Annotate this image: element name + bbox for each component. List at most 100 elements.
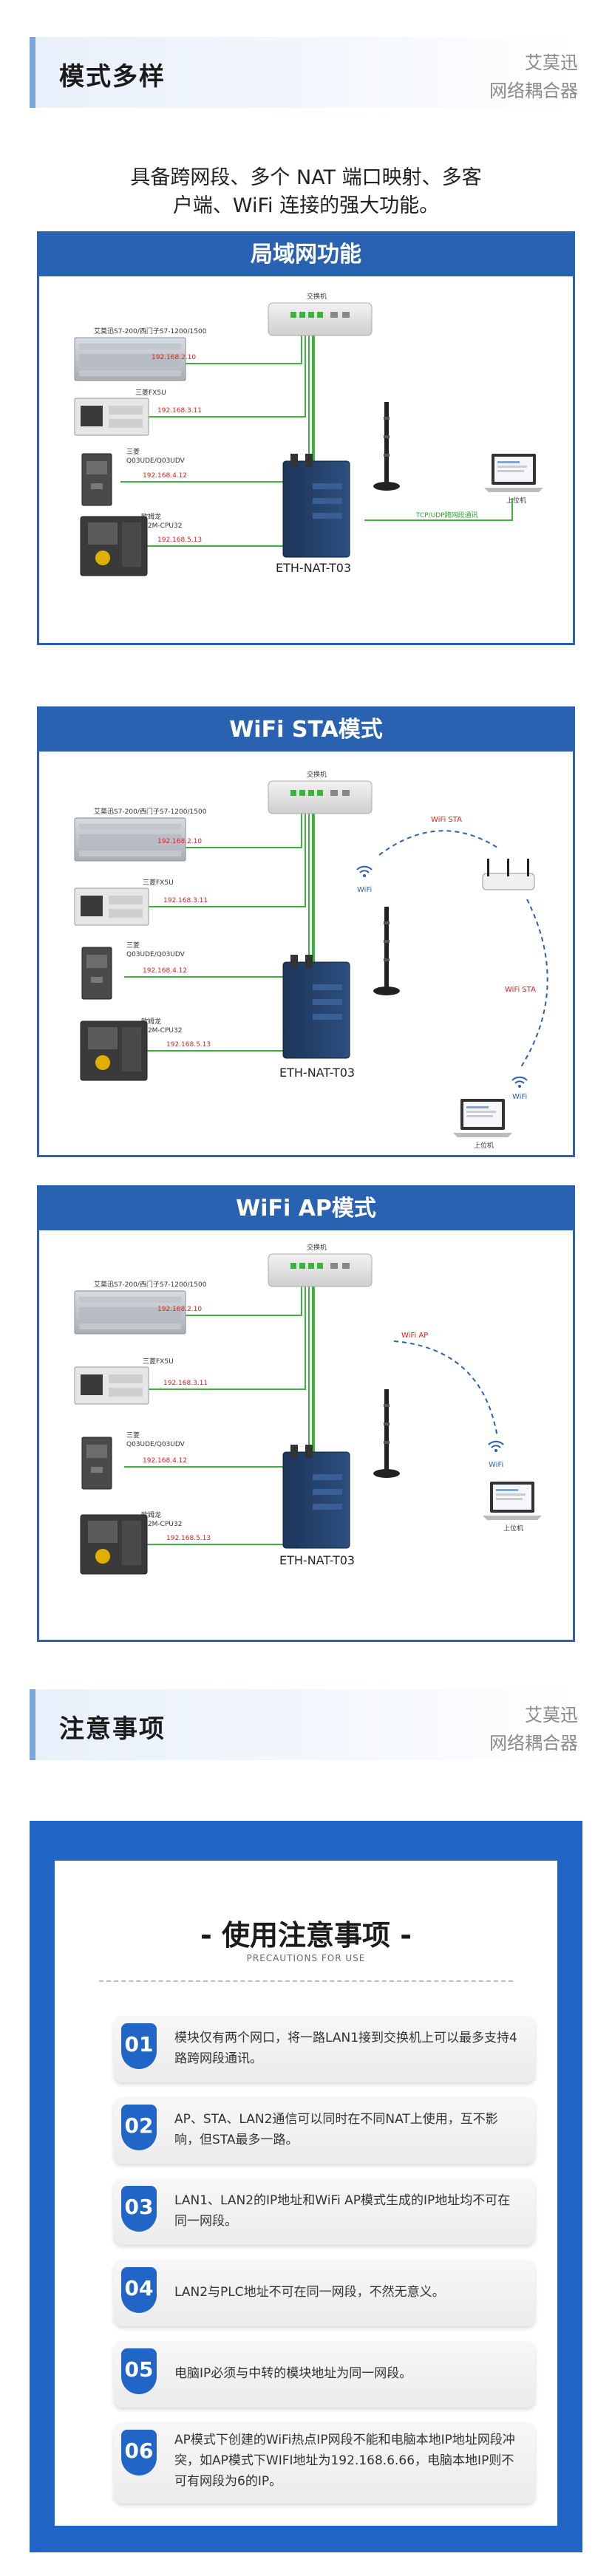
sta-link-1 [378,830,498,856]
plc-fx-label: 三菱FX5U [143,1357,174,1366]
wifi-label: WiFi [357,886,372,894]
item-text: 电脑IP必须与中转的模块地址为同一网段。 [174,2366,412,2381]
brand-line-2: 网络耦合器 [489,1733,578,1754]
switch-label: 交换机 [307,292,327,301]
device-image [282,453,350,558]
plc-fx-label: 三菱FX5U [135,388,166,397]
ap-diagram: 艾莫迅S7-200/西门子S7-1200/1500 192.168.2.10 三… [74,1243,542,1575]
wifi-icon [488,1440,504,1453]
plc-cj-image [80,1514,148,1575]
ip-label-1: 192.168.2.10 [157,1306,202,1313]
pc-image [483,1482,542,1520]
panel-title: 局域网功能 [39,234,573,276]
plc-q-image [81,453,112,506]
plc-q-image [81,1437,112,1490]
antenna-image [373,907,400,995]
ip-label-2: 192.168.3.11 [163,1380,208,1387]
ip-label-1: 192.168.2.10 [157,838,202,845]
plc-cj-image [80,516,148,576]
wifi-icon [511,1076,528,1088]
item-number: 03 [121,2186,157,2232]
intro-line-2: 户端、WiFi 连接的强大功能。 [172,194,440,217]
pc-label: 上位机 [503,1524,523,1533]
wifi-label: WiFi [512,1093,527,1101]
plc-q-label-2: Q03UDE/Q03UDV [126,1441,186,1448]
notice-item: 05 电脑IP必须与中转的模块地址为同一网段。 [114,2341,535,2408]
wifi-icon [356,865,373,878]
plc-q-label-1: 三菱 [126,1431,140,1439]
switch-label: 交换机 [307,770,327,779]
pc-label: 上位机 [506,496,526,505]
switch-image [268,780,373,814]
brand-line-1: 艾莫迅 [525,52,578,73]
notice-subtitle: PRECAUTIONS FOR USE [246,1953,366,1963]
notice-item: 06 AP模式下创建的WiFi热点IP网段不能和电脑本地IP地址网段冲突，如AP… [114,2422,535,2504]
device-image [282,954,350,1059]
intro-line-1: 具备跨网段、多个 NAT 端口映射、多客 [130,166,482,189]
notice-item: 02 AP、STA、LAN2通信可以同时在不同NAT上使用，互不影响，但STA最… [114,2097,535,2164]
plc-cj-label-1: 欧姆龙 [141,1017,161,1026]
wifi-sta-label-2: WiFi STA [505,986,536,994]
plc-cj-image [80,1020,148,1081]
brand-line-2: 网络耦合器 [489,81,578,101]
lan-diagram: 艾莫迅S7-200/西门子S7-1200/1500 192.168.2.10 三… [74,292,543,576]
wifi-label: WiFi [489,1461,503,1469]
panel-wifi-ap: WiFi AP模式 艾莫迅S7-200/西门子S7-1200/1500 192.… [37,1185,575,1642]
brand-text: 艾莫迅 网络耦合器 [489,1701,578,1757]
plc-cj-label-2: CJ2M-CPU32 [141,522,182,530]
section-title: 注意事项 [59,1714,166,1744]
panel-title: WiFi STA模式 [39,709,573,752]
panel-title: WiFi AP模式 [39,1188,573,1230]
ip-label-2: 192.168.3.11 [157,407,202,415]
device-name: ETH-NAT-T03 [276,561,351,575]
brand-text: 艾莫迅 网络耦合器 [489,49,578,105]
antenna-image [373,1389,400,1478]
plc-q-image [81,947,112,1000]
plc-q-label-1: 三菱 [126,941,140,950]
plc-s7-label: 艾莫迅S7-200/西门子S7-1200/1500 [94,1280,207,1289]
item-number: 06 [121,2430,157,2476]
item-number: 01 [121,2023,157,2069]
ap-link [393,1340,498,1438]
notice-item: 04 LAN2与PLC地址不可在同一网段，不然无意义。 [114,2260,535,2326]
item-text: AP、STA、LAN2通信可以同时在不同NAT上使用，互不影响，但STA最多一路… [174,2112,498,2147]
sta-diagram: 艾莫迅S7-200/西门子S7-1200/1500 192.168.2.10 三… [74,770,548,1150]
pc-image [453,1099,512,1137]
section-title: 模式多样 [59,62,166,92]
wifi-ap-label: WiFi AP [401,1332,428,1340]
device-name: ETH-NAT-T03 [279,1553,355,1567]
ip-label-2: 192.168.3.11 [163,897,208,904]
notice-item: 01 模块仅有两个网口，将一路LAN1接到交换机上可以最多支持4路跨网段通讯。 [114,2016,535,2082]
plc-q-label-1: 三菱 [126,447,140,456]
switch-label: 交换机 [307,1243,327,1252]
plc-fx-image [74,1366,149,1405]
notice-card: - 使用注意事项 - PRECAUTIONS FOR USE 01 模块仅有两个… [55,1861,557,2526]
divider [99,1980,513,1982]
ip-label-4: 192.168.5.13 [166,1535,211,1542]
plc-fx-label: 三菱FX5U [143,878,174,887]
plc-fx-image [74,398,149,436]
device-image [282,1444,350,1549]
panel-wifi-sta: WiFi STA模式 艾莫迅S7-200/西门子S7-1200/1500 192… [37,706,575,1157]
plc-s7-label: 艾莫迅S7-200/西门子S7-1200/1500 [94,327,207,335]
router-image [482,858,535,890]
pc-label: 上位机 [474,1141,494,1150]
ip-label-3: 192.168.4.12 [143,472,187,480]
ip-label-3: 192.168.4.12 [143,1457,187,1465]
item-text: AP模式下创建的WiFi热点IP网段不能和电脑本地IP地址网段冲突，如AP模式下… [174,2433,515,2489]
item-number: 05 [121,2348,157,2394]
antenna-image [373,402,400,491]
section-header-notes: 注意事项 艾莫迅 网络耦合器 [30,1689,582,1760]
notice-title: - 使用注意事项 - [200,1919,412,1952]
sta-link-2 [519,899,548,1070]
item-text: 模块仅有两个网口，将一路LAN1接到交换机上可以最多支持4路跨网段通讯。 [174,2031,517,2066]
notice-frame: - 使用注意事项 - PRECAUTIONS FOR USE 01 模块仅有两个… [30,1821,582,2552]
section-header-modes: 模式多样 艾莫迅 网络耦合器 [30,37,582,108]
item-number: 02 [121,2105,157,2150]
ip-label-1: 192.168.2.10 [152,354,196,361]
item-text: LAN1、LAN2的IP地址和WiFi AP模式生成的IP地址均不可在同一网段。 [174,2193,511,2229]
plc-s7-label: 艾莫迅S7-200/西门子S7-1200/1500 [94,807,207,816]
plc-cj-label-1: 欧姆龙 [141,512,161,521]
brand-line-1: 艾莫迅 [525,1705,578,1725]
